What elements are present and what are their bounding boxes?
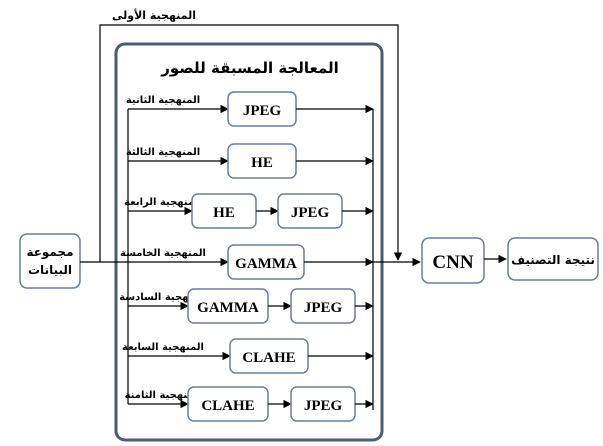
- process-label: GAMMA: [235, 256, 297, 272]
- approach-label: المنهجية السابعة: [122, 342, 204, 353]
- process-label: JPEG: [304, 300, 343, 316]
- approach-label: المنهجية الثانية: [126, 95, 200, 106]
- approach-label: المنهجية الرابعة: [124, 197, 202, 208]
- process-label: HE: [213, 205, 235, 221]
- process-label: HE: [251, 155, 273, 171]
- result-box: [507, 237, 599, 281]
- process-label: CLAHE: [201, 398, 254, 414]
- approach-label: المنهجية الثامنة: [125, 390, 202, 401]
- approach-first-path: [99, 24, 403, 262]
- approach-row: المنهجية الثالثة HE: [126, 143, 374, 179]
- approach-label: المنهجية الخامسة: [120, 248, 206, 259]
- dataset-label-line1: مجموعة: [26, 245, 73, 260]
- dataset-box: [19, 233, 81, 289]
- approach-first-label: المنهجية الأولى: [112, 8, 196, 22]
- approach-row: المنهجية الرابعة HE JPEG: [124, 193, 374, 229]
- process-label: JPEG: [243, 103, 282, 119]
- approach-label: المنهجية الثالثة: [126, 147, 200, 158]
- preprocessing-title: المعالجة المسبقة للصور: [160, 59, 339, 77]
- dataset-label-line2: البيانات: [28, 263, 72, 277]
- approach-row: المنهجية الخامسة GAMMA: [120, 244, 374, 280]
- cnn-box: [421, 237, 485, 284]
- preprocessing-container: [114, 42, 384, 442]
- result-label: نتيجة التصنيف: [511, 253, 595, 267]
- process-label: CLAHE: [242, 350, 295, 366]
- approach-label: المنهجية السادسة: [119, 292, 207, 303]
- process-label: JPEG: [304, 398, 343, 414]
- approach-row: المنهجية السابعة CLAHE: [122, 338, 374, 374]
- cnn-label: CNN: [432, 252, 473, 273]
- process-label: JPEG: [291, 205, 330, 221]
- approach-row: المنهجية الثانية JPEG: [126, 91, 374, 127]
- process-label: GAMMA: [197, 300, 259, 316]
